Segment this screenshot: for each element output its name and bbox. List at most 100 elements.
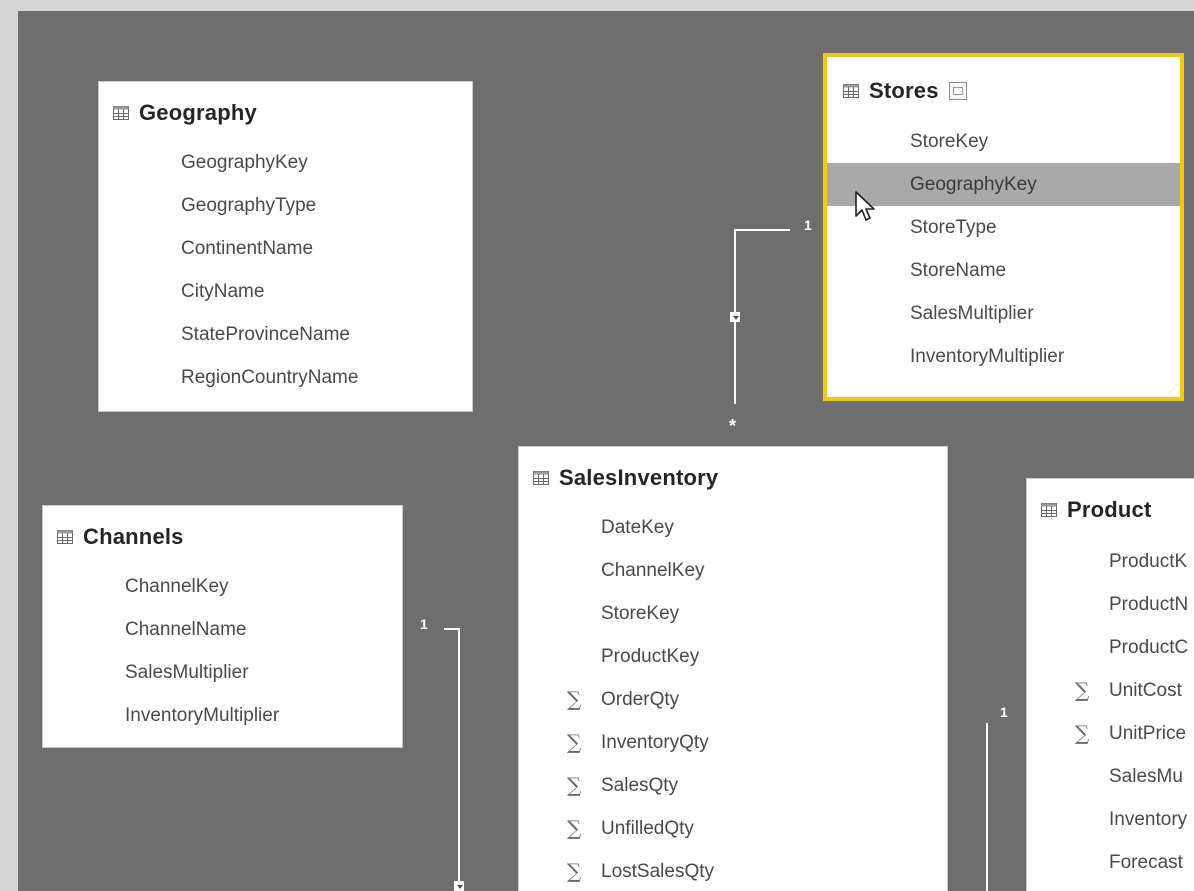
field-label: StateProvinceName	[181, 324, 350, 345]
field-row[interactable]: InventoryMultiplier	[43, 694, 402, 737]
field-label: OrderQty	[601, 689, 680, 710]
table-title: Geography	[139, 100, 257, 125]
field-row[interactable]: GeographyKey	[827, 163, 1180, 206]
field-label: CityName	[181, 281, 265, 302]
field-row[interactable]: ChannelKey	[43, 565, 402, 608]
field-label: Inventory	[1109, 809, 1188, 830]
table-header[interactable]: Geography	[113, 100, 257, 126]
table-header[interactable]: Product	[1041, 497, 1152, 523]
field-row[interactable]: ∑ UnfilledQty	[519, 807, 947, 850]
table-icon	[843, 84, 859, 98]
field-row[interactable]: ChannelKey	[519, 549, 947, 592]
sum-icon: ∑	[1075, 678, 1090, 702]
field-row[interactable]: SalesMu	[1027, 755, 1194, 798]
filter-direction-arrow-icon[interactable]	[454, 881, 464, 891]
field-row[interactable]: ∑SalesQty	[519, 764, 947, 807]
field-row[interactable]: Forecast	[1027, 841, 1194, 884]
field-row[interactable]: StoreKey	[519, 592, 947, 635]
table-header[interactable]: Channels	[57, 524, 184, 550]
table-title: Channels	[83, 524, 184, 549]
field-label: ProductK	[1109, 551, 1188, 572]
field-label: Forecast	[1109, 852, 1183, 873]
field-label: ProductC	[1109, 637, 1189, 658]
field-label: StoreName	[910, 260, 1007, 281]
field-row[interactable]: GeographyType	[99, 184, 472, 227]
field-row[interactable]: ProductKey	[519, 635, 947, 678]
field-label: InventoryMultiplier	[910, 346, 1065, 367]
table-header[interactable]: Stores	[843, 78, 967, 104]
field-label: ProductKey	[601, 646, 700, 667]
field-row[interactable]: SalesMultiplier	[827, 292, 1180, 335]
sum-icon: ∑	[567, 730, 582, 754]
field-row[interactable]: ∑ UnitPrice	[1027, 712, 1194, 755]
field-label: ChannelName	[125, 619, 247, 640]
sum-icon: ∑	[1075, 721, 1090, 745]
field-label: GeographyType	[181, 195, 317, 216]
field-label: InventoryMultiplier	[125, 705, 280, 726]
field-row[interactable]: RegionCountryName	[99, 356, 472, 399]
filter-direction-arrow-icon[interactable]	[730, 312, 740, 322]
field-row[interactable]: ∑InventoryQty	[519, 721, 947, 764]
field-row[interactable]: ProductC	[1027, 626, 1194, 669]
table-icon	[533, 471, 549, 485]
field-label: UnitCost	[1109, 680, 1182, 701]
field-row[interactable]: SalesMultiplier	[43, 651, 402, 694]
field-label: ContinentName	[181, 238, 314, 259]
table-icon	[57, 530, 73, 544]
relationship-one-label: 1	[420, 616, 428, 632]
field-row[interactable]: InventoryMultiplier	[827, 335, 1180, 378]
field-label: ChannelKey	[601, 560, 705, 581]
relationship-channels-sales-horizontal[interactable]	[444, 628, 460, 630]
relationship-product-sales-vertical[interactable]	[986, 723, 988, 891]
table-card-product[interactable]: Product ProductK ProductN ProductC ∑ UnitCos…	[1026, 478, 1194, 891]
field-row[interactable]: ChannelName	[43, 608, 402, 651]
field-label: UnitPrice	[1109, 723, 1187, 744]
field-row[interactable]: StoreName	[827, 249, 1180, 292]
field-row[interactable]: ContinentName	[99, 227, 472, 270]
sum-icon: ∑	[567, 859, 582, 883]
field-row[interactable]: StoreType	[827, 206, 1180, 249]
table-title: Product	[1067, 497, 1152, 522]
table-icon	[113, 106, 129, 120]
sum-icon: ∑	[567, 816, 582, 840]
relationship-stores-sales-horizontal[interactable]	[734, 229, 790, 231]
field-list: ProductK ProductN ProductC ∑ UnitCost ∑ UnitPr…	[1027, 540, 1194, 884]
field-label: UnfilledQty	[601, 818, 694, 839]
field-row[interactable]: StateProvinceName	[99, 313, 472, 356]
field-label: DateKey	[601, 517, 674, 538]
relationship-channels-sales-vertical[interactable]	[458, 628, 460, 891]
field-label: SalesMultiplier	[125, 662, 249, 683]
field-label: SalesMultiplier	[910, 303, 1034, 324]
field-row[interactable]: ProductN	[1027, 583, 1194, 626]
table-icon	[1041, 503, 1057, 517]
field-row[interactable]: ∑LostSalesQty	[519, 850, 947, 891]
field-row[interactable]: ∑ UnitCost	[1027, 669, 1194, 712]
field-label: ChannelKey	[125, 576, 229, 597]
field-row[interactable]: DateKey	[519, 506, 947, 549]
field-row[interactable]: CityName	[99, 270, 472, 313]
table-title: Stores	[869, 78, 939, 103]
field-row[interactable]: GeographyKey	[99, 141, 472, 184]
table-title: SalesInventory	[559, 465, 719, 490]
field-label: RegionCountryName	[181, 367, 359, 388]
field-row[interactable]: ∑OrderQty	[519, 678, 947, 721]
field-label: SalesQty	[601, 775, 679, 796]
field-row[interactable]: Inventory	[1027, 798, 1194, 841]
field-row[interactable]: StoreKey	[827, 120, 1180, 163]
hidden-in-report-icon[interactable]	[948, 82, 967, 100]
table-header[interactable]: SalesInventory	[533, 465, 718, 491]
field-label: GeographyKey	[181, 152, 308, 173]
field-label: ProductN	[1109, 594, 1189, 615]
relationship-many-label: *	[729, 416, 737, 436]
field-row[interactable]: ProductK	[1027, 540, 1194, 583]
relationship-one-label: 1	[804, 217, 812, 233]
